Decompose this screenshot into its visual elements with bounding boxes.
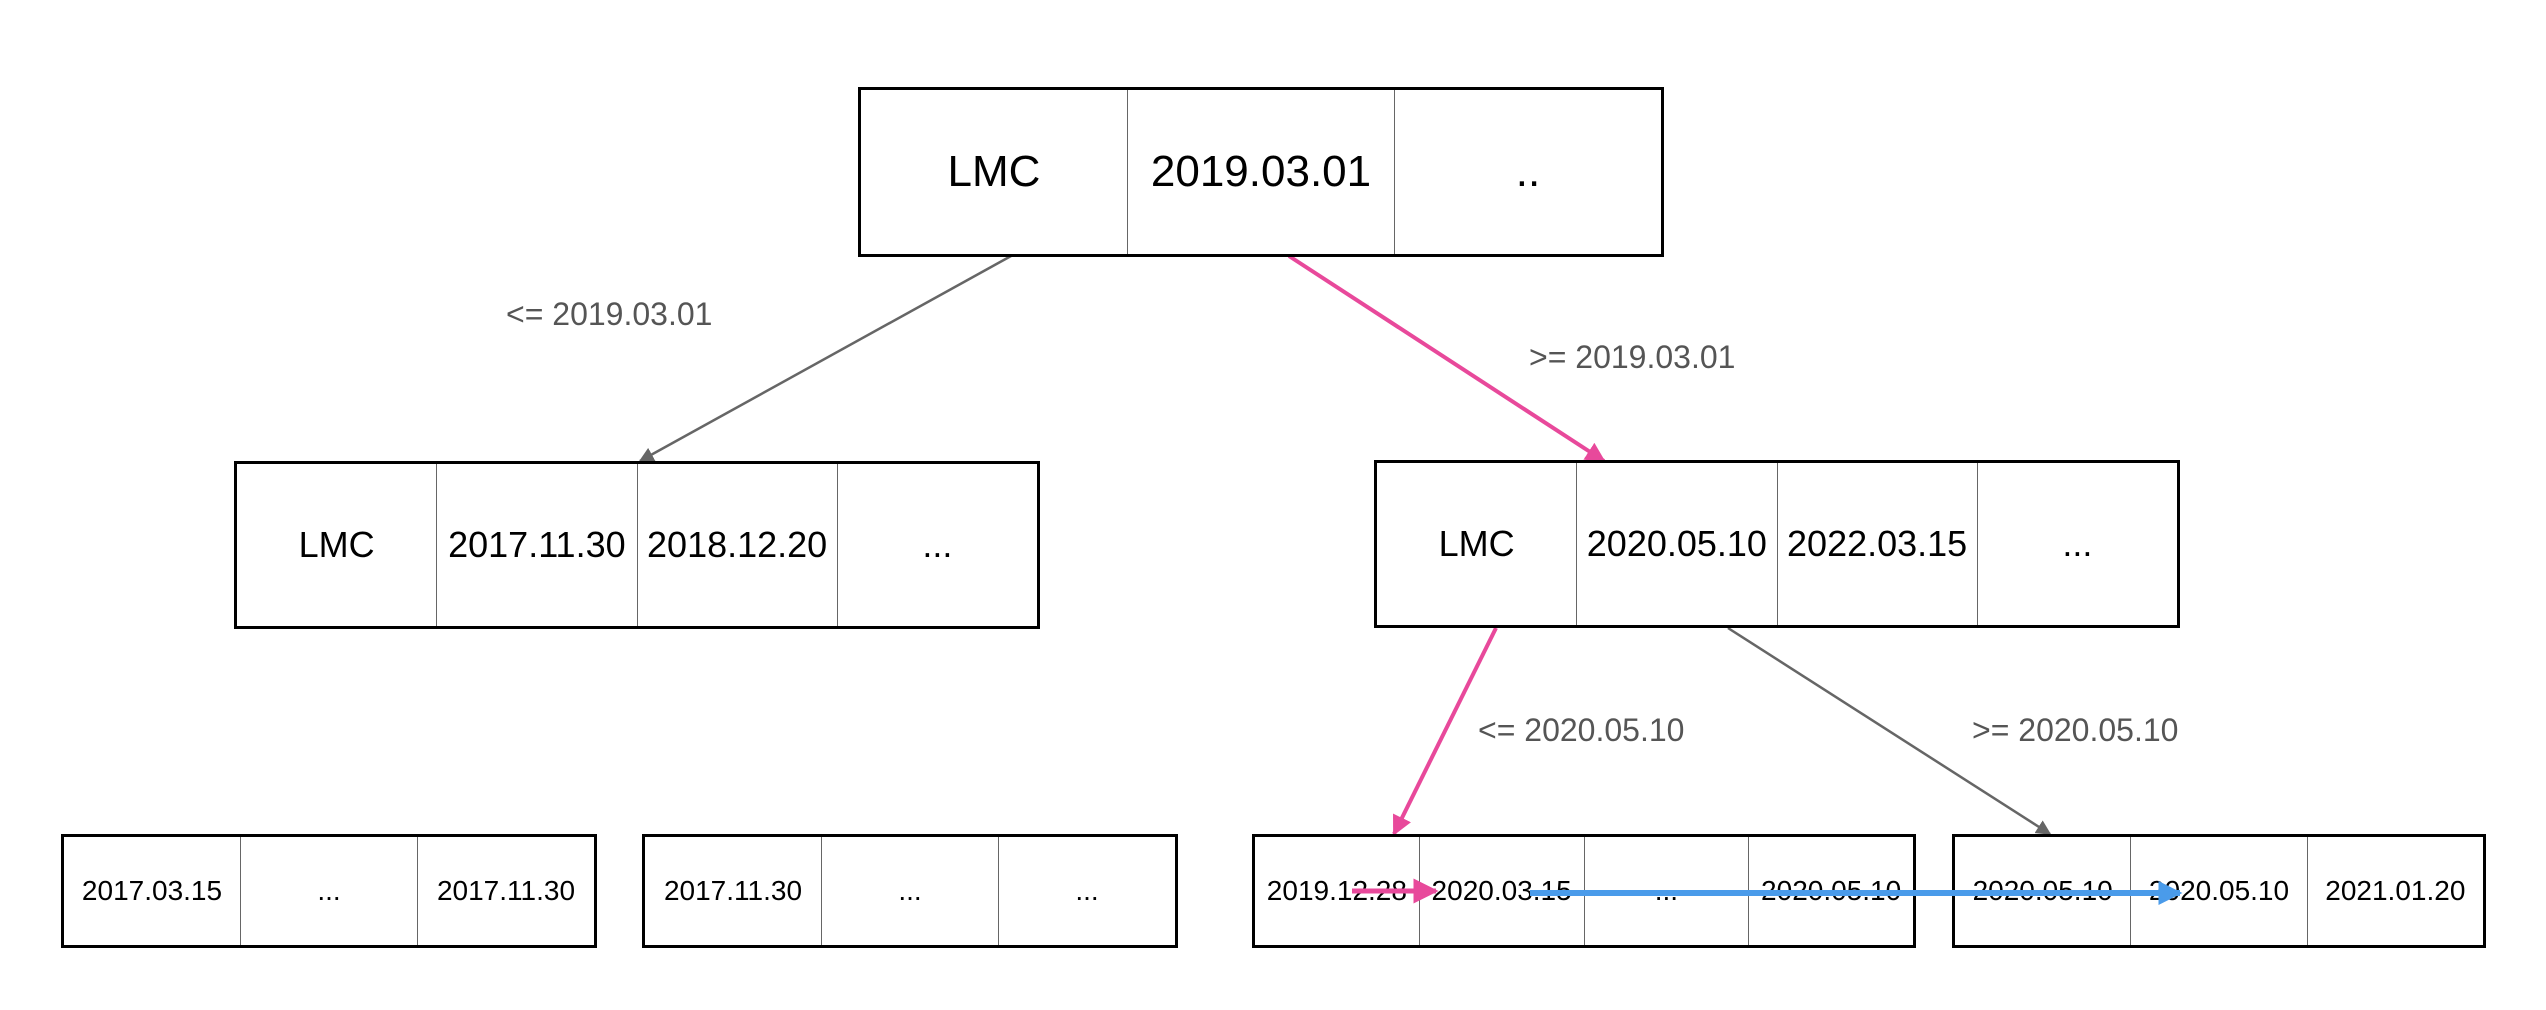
- internal-left-more-cell: ...: [836, 464, 1037, 626]
- leaf-3-cell: 2020.03.15: [1418, 837, 1584, 945]
- root-lmc-cell: LMC: [947, 147, 1041, 196]
- edge-label-root-left: <= 2019.03.01: [506, 296, 713, 332]
- internal-node-left: LMC 2017.11.30 2018.12.20 ...: [234, 461, 1040, 629]
- leaf-3-cell: 2020.05.10: [1748, 837, 1913, 945]
- leaf-2-cell: 2017.11.30: [663, 875, 803, 906]
- leaf-node-1: 2017.03.15 ... 2017.11.30: [61, 834, 597, 948]
- root-key-cell: 2019.03.01: [1127, 90, 1394, 254]
- internal-right-key-cell: 2022.03.15: [1776, 463, 1977, 625]
- internal-right-key-cell: 2020.05.10: [1576, 463, 1776, 625]
- internal-left-key-cell: 2017.11.30: [436, 464, 636, 626]
- edge-label-right-left: <= 2020.05.10: [1478, 712, 1685, 748]
- leaf-3-cell: 2019.12.28: [1266, 875, 1407, 906]
- leaf-1-cell: 2017.11.30: [417, 837, 594, 945]
- internal-node-right: LMC 2020.05.10 2022.03.15 ...: [1374, 460, 2180, 628]
- internal-left-lmc-cell: LMC: [298, 524, 375, 565]
- root-more-cell: ..: [1394, 90, 1661, 254]
- leaf-2-cell: ...: [998, 837, 1175, 945]
- leaf-4-cell: 2020.05.10: [1972, 875, 2113, 906]
- leaf-1-cell: ...: [240, 837, 417, 945]
- edge-label-root-right: >= 2019.03.01: [1529, 339, 1736, 375]
- leaf-node-3: 2019.12.28 2020.03.15 ... 2020.05.10: [1252, 834, 1916, 948]
- leaf-1-cell: 2017.03.15: [81, 875, 223, 906]
- leaf-4-cell: 2020.05.10: [2130, 837, 2306, 945]
- root-node: LMC 2019.03.01 ..: [858, 87, 1664, 257]
- edge-label-right-right: >= 2020.05.10: [1972, 712, 2179, 748]
- leaf-3-cell: ...: [1583, 837, 1749, 945]
- leaf-2-cell: ...: [821, 837, 998, 945]
- internal-right-lmc-cell: LMC: [1438, 523, 1515, 564]
- internal-right-more-cell: ...: [1976, 463, 2177, 625]
- leaf-4-cell: 2021.01.20: [2306, 837, 2483, 945]
- internal-left-key-cell: 2018.12.20: [636, 464, 837, 626]
- leaf-node-2: 2017.11.30 ... ...: [642, 834, 1178, 948]
- leaf-node-4: 2020.05.10 2020.05.10 2021.01.20: [1952, 834, 2486, 948]
- edge-root-to-left: [638, 254, 1012, 463]
